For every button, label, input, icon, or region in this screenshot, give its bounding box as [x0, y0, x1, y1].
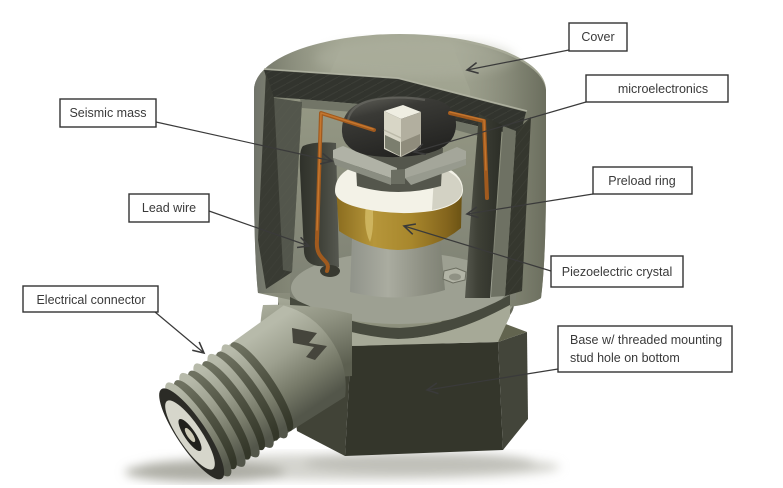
svg-text:microelectronics: microelectronics	[618, 82, 708, 96]
svg-text:stud hole on bottom: stud hole on bottom	[570, 351, 680, 365]
svg-text:Base w/ threaded mounting: Base w/ threaded mounting	[570, 333, 722, 347]
svg-text:Lead wire: Lead wire	[142, 201, 196, 215]
svg-text:Cover: Cover	[581, 30, 614, 44]
svg-text:Electrical connector: Electrical connector	[36, 293, 145, 307]
svg-text:Piezoelectric crystal: Piezoelectric crystal	[562, 265, 672, 279]
svg-text:Seismic mass: Seismic mass	[69, 106, 146, 120]
svg-text:Preload ring: Preload ring	[608, 174, 675, 188]
